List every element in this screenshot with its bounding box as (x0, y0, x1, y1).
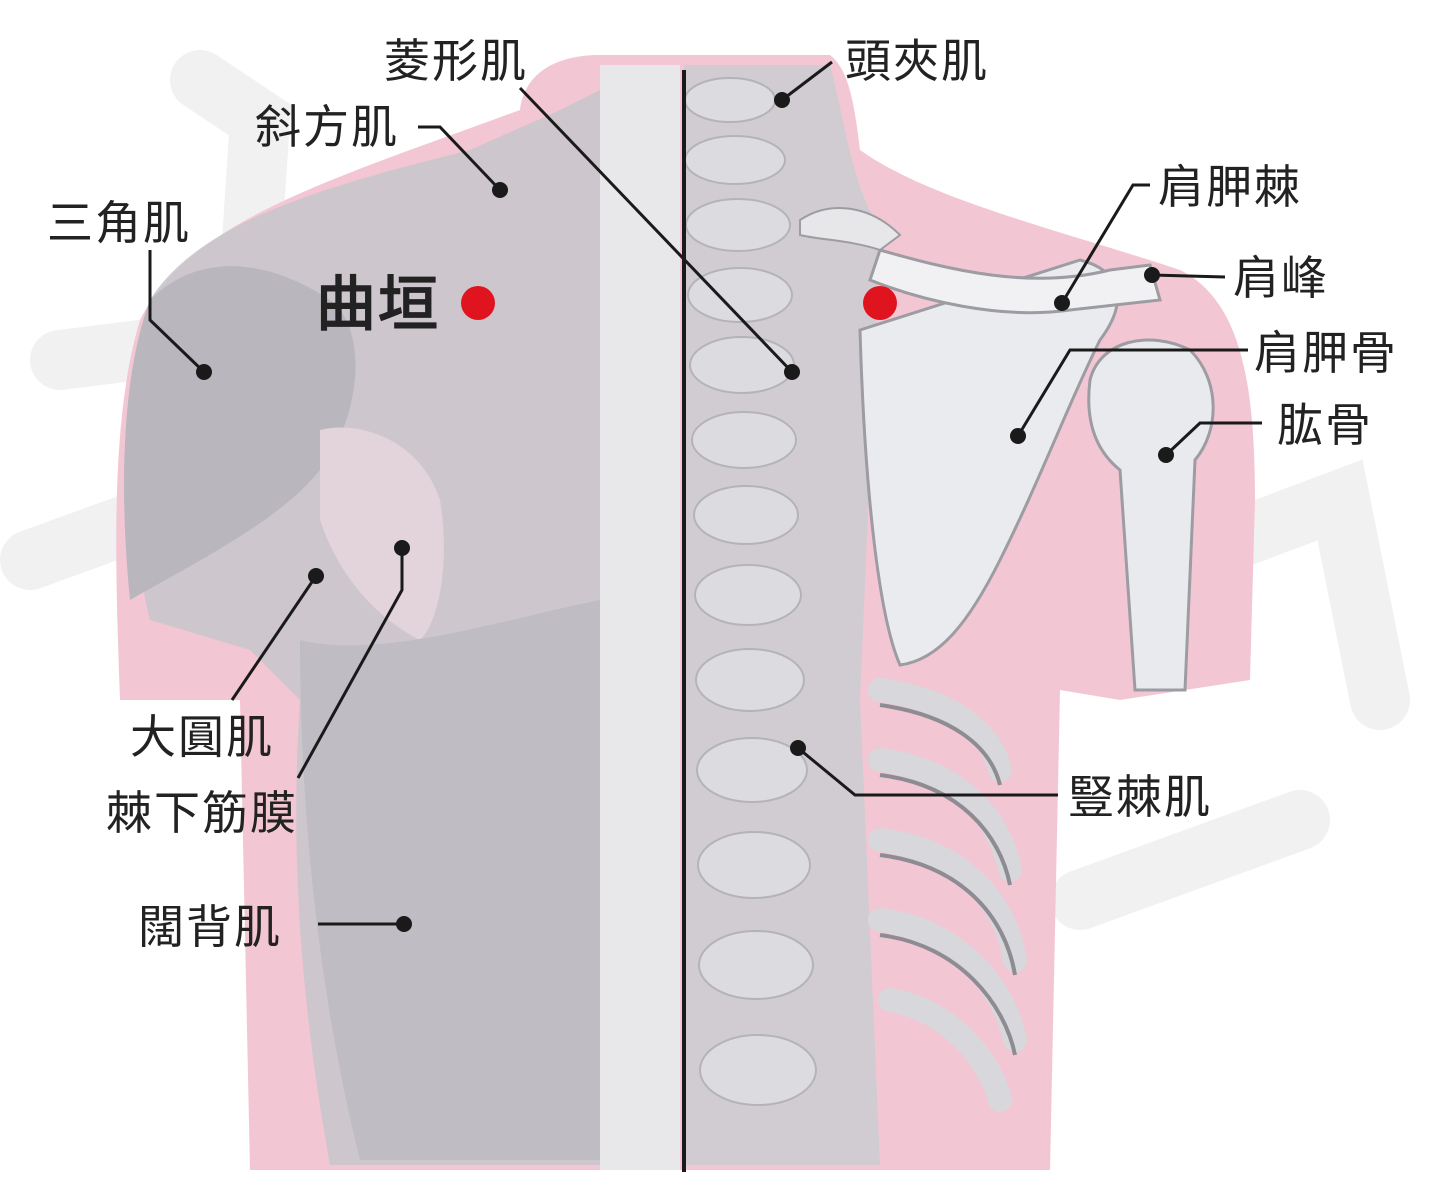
leader-acromion (1151, 273, 1226, 279)
vertebrae (684, 77, 817, 1106)
leader-splenius (781, 60, 833, 102)
label-erector-spinae: 豎棘肌 (1068, 770, 1212, 824)
ribs (868, 678, 1027, 1112)
label-latissimus: 闊背肌 (138, 900, 282, 954)
leader-rhomboid (518, 86, 794, 374)
scapular-spine-shape (868, 248, 1162, 315)
acupoint-marker-left (461, 286, 495, 320)
label-acromion: 肩峰 (1233, 251, 1329, 305)
label-rhomboid: 菱形肌 (384, 34, 528, 88)
latissimus-shape (300, 600, 640, 1160)
rib-shadows (879, 703, 1017, 1056)
leader-humerus (1164, 421, 1262, 457)
acupoint-name: 曲垣 (316, 270, 440, 340)
leader-dots (196, 92, 1174, 932)
label-teres-major: 大圓肌 (130, 710, 274, 764)
label-splenius: 頭夾肌 (845, 34, 989, 88)
humerus-shape (1087, 338, 1215, 692)
leader-erector-spinae (797, 746, 1058, 797)
label-humerus: 肱骨 (1277, 398, 1373, 452)
leader-infraspinatus-fascia (296, 548, 404, 779)
leader-trapezius (418, 125, 502, 192)
scapula-shape (858, 258, 1119, 667)
label-deltoid: 三角肌 (47, 196, 191, 250)
teres-major-shape (320, 427, 444, 640)
label-trapezius: 斜方肌 (255, 100, 399, 154)
clavicle-shape (799, 207, 902, 252)
label-infraspinatus-fascia: 棘下筋膜 (106, 786, 298, 840)
leader-teres-major (230, 575, 318, 701)
leader-scapular-spine (1060, 183, 1150, 304)
acupoint-marker-right (863, 286, 897, 320)
leader-scapula (1016, 348, 1248, 437)
leader-lines (148, 60, 1262, 926)
leader-deltoid (148, 250, 206, 374)
spine-strip (600, 65, 680, 1170)
label-scapular-spine: 肩胛棘 (1158, 160, 1302, 214)
label-scapula: 肩胛骨 (1254, 326, 1398, 380)
